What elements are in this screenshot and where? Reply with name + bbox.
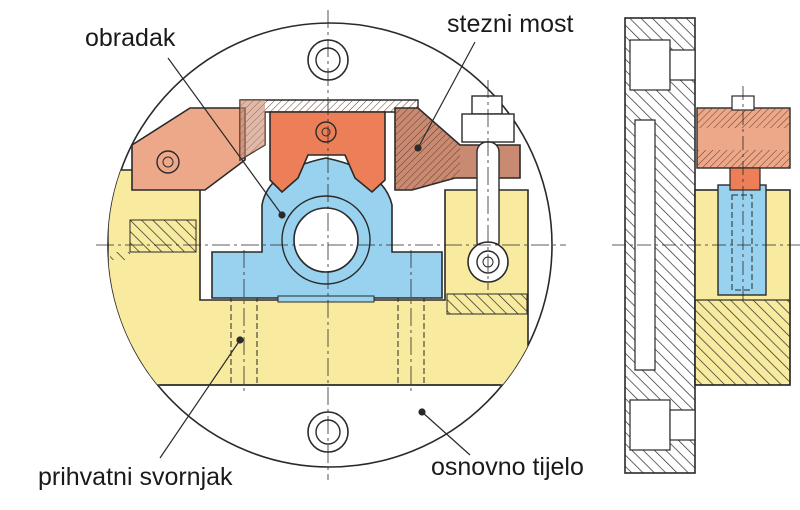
side-view [612,17,800,474]
label-clamping-bridge: stezni most [447,10,573,38]
label-locating-pin: prihvatni svornjak [38,463,233,491]
label-base-body: osnovno tijelo [431,453,584,481]
label-workpiece: obradak [85,24,176,52]
center-lines [96,10,566,480]
leader-lines [159,41,476,459]
workpiece [211,157,443,303]
